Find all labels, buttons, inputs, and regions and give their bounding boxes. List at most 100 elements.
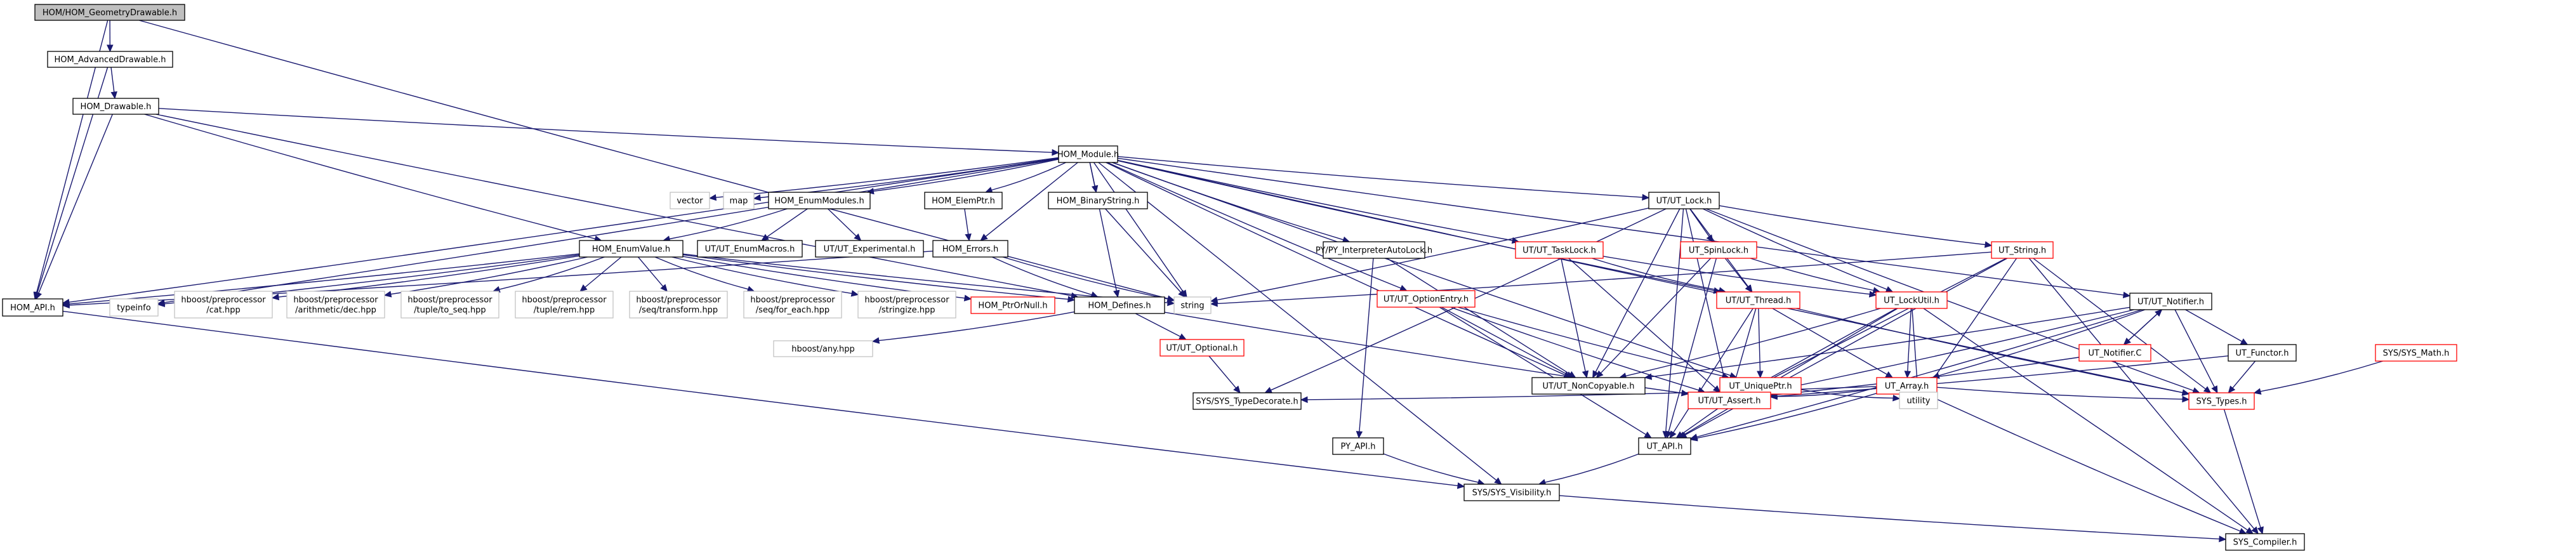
node-lockutil[interactable]: UT_LockUtil.h	[1875, 291, 1948, 309]
arrowhead-icon	[107, 44, 114, 53]
node-box	[2228, 344, 2297, 362]
node-box	[970, 296, 1055, 314]
node-box	[515, 291, 614, 319]
node-box	[34, 4, 185, 21]
edge-lockutil-to-utility	[1912, 308, 1919, 386]
edge-functor-to-systypes	[2232, 360, 2256, 388]
node-ptrornull[interactable]: HOM_PtrOrNull.h	[970, 296, 1055, 314]
edge-geom-to-string	[139, 20, 1168, 300]
node-functor[interactable]: UT_Functor.h	[2228, 344, 2297, 362]
node-optional[interactable]: UT/UT_Optional.h	[1159, 339, 1245, 357]
node-optentry[interactable]: UT/UT_OptionEntry.h	[1377, 290, 1476, 308]
node-label: UT/UT_Optional.h	[1166, 344, 1238, 353]
arrowhead-icon	[2251, 526, 2259, 534]
node-cat: hboost/preprocessor/cat.hpp	[174, 291, 273, 319]
node-label: /cat.hpp	[206, 306, 240, 315]
node-rem: hboost/preprocessor/tuple/rem.hpp	[515, 291, 614, 319]
arrowhead-icon	[2211, 385, 2218, 394]
edge-tasklock-to-lockutil	[1602, 256, 1870, 295]
node-homapi[interactable]: HOM_API.h	[2, 298, 63, 317]
node-notifier[interactable]: UT/UT_Notifier.h	[2129, 293, 2212, 310]
node-typedecorate[interactable]: SYS/SYS_TypeDecorate.h	[1192, 392, 1302, 410]
edge-enummod-to-enummacros	[767, 208, 808, 237]
node-spinlock[interactable]: UT_SpinLock.h	[1680, 241, 1757, 259]
node-sysmath[interactable]: SYS/SYS_Math.h	[2375, 344, 2457, 362]
edge-module-to-noncopy	[1106, 162, 1566, 376]
edge-utlock-to-lockutil	[1702, 208, 1887, 290]
arrowhead-icon	[850, 290, 859, 297]
node-compiler[interactable]: SYS_Compiler.h	[2225, 533, 2305, 551]
node-geom[interactable]: HOM/HOM_GeometryDrawable.h	[34, 4, 185, 21]
node-errors[interactable]: HOM_Errors.h	[932, 240, 1008, 258]
node-map: map	[723, 192, 755, 209]
node-experimental[interactable]: UT/UT_Experimental.h	[815, 240, 924, 258]
node-uniqueptr[interactable]: UT_UniquePtr.h	[1719, 377, 1802, 395]
arrowhead-icon	[871, 337, 880, 344]
arrowhead-icon	[761, 234, 769, 241]
node-label: /tuple/rem.hpp	[534, 306, 595, 315]
node-label: hboost/any.hpp	[791, 345, 855, 354]
node-binstr[interactable]: HOM_BinaryString.h	[1048, 192, 1148, 209]
node-utlock[interactable]: UT/UT_Lock.h	[1648, 192, 1720, 209]
node-box	[47, 51, 173, 68]
node-draw[interactable]: HOM_Drawable.h	[72, 98, 159, 115]
node-box	[1048, 192, 1148, 209]
node-notifierc[interactable]: UT_Notifier.C	[2078, 344, 2151, 362]
edge-notifier-to-assert	[1772, 309, 2134, 392]
node-enumval[interactable]: HOM_EnumValue.h	[579, 240, 684, 258]
node-visibility[interactable]: SYS/SYS_Visibility.h	[1463, 484, 1560, 501]
node-utstring[interactable]: UT_String.h	[1991, 241, 2054, 259]
edge-array-to-systypes	[1936, 386, 2183, 400]
arrowhead-icon	[1595, 370, 1604, 378]
node-box	[932, 240, 1008, 258]
edge-draw-to-homapi	[38, 114, 113, 294]
node-box	[723, 192, 755, 209]
node-noncopy[interactable]: UT/UT_NonCopyable.h	[1531, 377, 1646, 395]
arrowhead-icon	[62, 301, 70, 309]
node-thread[interactable]: UT/UT_Thread.h	[1716, 291, 1800, 309]
node-pyauto[interactable]: PY/PY_InterpreterAutoLock.h	[1316, 241, 1432, 259]
node-tasklock[interactable]: UT/UT_TaskLock.h	[1515, 241, 1604, 259]
node-label: /seq/transform.hpp	[639, 306, 718, 315]
node-module[interactable]: HOM_Module.h	[1057, 145, 1119, 163]
edge-utstring-to-string	[1217, 251, 1992, 305]
node-box	[1876, 377, 1938, 395]
node-box	[1991, 241, 2054, 259]
node-array[interactable]: UT_Array.h	[1876, 377, 1938, 395]
node-label: UT/UT_Thread.h	[1726, 296, 1792, 306]
node-utapi[interactable]: UT_API.h	[1638, 437, 1691, 455]
node-adv[interactable]: HOM_AdvancedDrawable.h	[47, 51, 173, 68]
node-label: UT/UT_Notifier.h	[2137, 298, 2204, 307]
node-elemptr[interactable]: HOM_ElemPtr.h	[924, 192, 1003, 209]
arrowhead-icon	[1669, 430, 1677, 439]
edge-array-to-compiler	[1925, 393, 2241, 532]
edge-tasklock-to-noncopy	[1561, 258, 1586, 372]
node-label: hboost/preprocessor	[181, 296, 266, 305]
edge-notifierc-to-notifier	[2124, 313, 2158, 345]
node-label: UT/UT_EnumMacros.h	[705, 245, 795, 254]
edge-draw-to-defines	[155, 114, 1072, 296]
node-label: /arithmetic/dec.hpp	[295, 306, 376, 315]
edge-utapi-to-visibility	[1545, 453, 1639, 483]
arrowhead-icon	[110, 91, 117, 100]
arrowhead-icon	[1757, 371, 1764, 379]
edge-module-to-enummod	[873, 159, 1059, 192]
node-enummacros[interactable]: UT/UT_EnumMacros.h	[697, 240, 803, 258]
node-pyapi[interactable]: PY_API.h	[1332, 437, 1384, 455]
arrowhead-icon	[1892, 394, 1901, 402]
edge-module-to-elemptr	[991, 162, 1066, 191]
node-systypes[interactable]: SYS_Types.h	[2188, 392, 2255, 410]
node-label: HOM_API.h	[10, 303, 55, 313]
arrowhead-icon	[1300, 396, 1308, 404]
node-typeinfo: typeinfo	[109, 298, 159, 317]
node-defines[interactable]: HOM_Defines.h	[1074, 296, 1165, 314]
node-enummod[interactable]: HOM_EnumModules.h	[768, 192, 871, 209]
node-label: /tuple/to_seq.hpp	[414, 306, 485, 315]
node-assert[interactable]: UT/UT_Assert.h	[1688, 392, 1771, 409]
edge-optentry-to-utapi	[1439, 307, 1646, 435]
edge-module-to-visibility	[1098, 162, 1497, 481]
edge-optentry-to-assert	[1450, 307, 1699, 391]
node-label: hboost/preprocessor	[522, 296, 607, 305]
node-label: string	[1180, 301, 1204, 311]
